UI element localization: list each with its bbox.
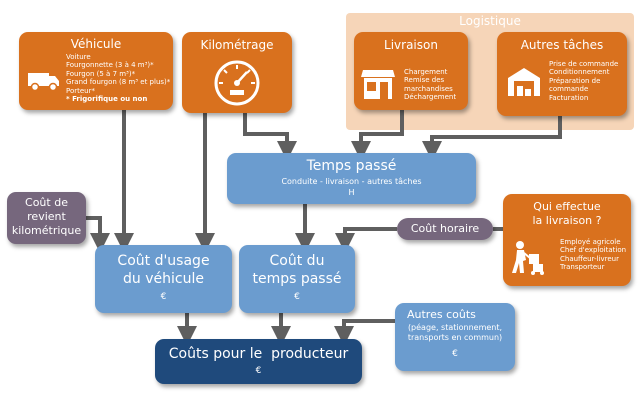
arrow-autres-temps	[422, 116, 562, 161]
livraison-title: Livraison	[384, 38, 438, 52]
vehicule-line-5: Porteur*	[66, 86, 95, 95]
qui-effectue-line-3: Chauffeur-livreur	[560, 254, 619, 263]
autres-couts-box: Autres coûts (péage, stationnement, tran…	[395, 303, 515, 371]
vehicule-line-4: Grand fourgon (8 m³ et plus)*	[66, 78, 171, 87]
arrow-autres-producteur	[334, 319, 395, 346]
autres-couts-line-2: transports en commun)	[407, 333, 503, 342]
livraison-line-2: Remise des	[404, 76, 445, 85]
qui-effectue-line-4: Transporteur	[560, 263, 605, 272]
autres-taches-line-4: commande	[549, 85, 589, 94]
vehicule-note: * Frigorifique ou non	[66, 95, 148, 104]
cout-usage-unit: €	[160, 292, 167, 302]
qui-effectue-line-1: Employé agricole	[560, 238, 621, 246]
livraison-line-4: Déchargement	[404, 93, 457, 102]
logistique-label: Logistique	[459, 14, 521, 28]
speedometer-icon	[212, 58, 262, 112]
autres-couts-title: Autres coûts	[407, 308, 476, 321]
autres-taches-line-5: Facturation	[549, 93, 589, 102]
autres-taches-line-2: Conditionnement	[549, 68, 610, 77]
vehicule-line-3: Fourgon (5 à 7 m³)*	[66, 69, 136, 78]
cout-revient-line-2: revient	[27, 210, 66, 223]
kilometrage-title: Kilométrage	[200, 38, 274, 52]
cout-revient-line-3: kilométrique	[11, 224, 82, 237]
warehouse-icon	[506, 66, 542, 102]
van-icon	[27, 70, 61, 96]
arrow-livraison-temps	[351, 110, 404, 161]
arrow-revient-usage	[86, 216, 110, 253]
cout-temps-title-1: Coût du	[269, 253, 325, 269]
couts-producteur-unit: €	[255, 366, 262, 376]
temps-passe-unit: H	[348, 188, 355, 197]
couts-producteur-box: Coûts pour le producteur €	[155, 339, 362, 384]
qui-effectue-title-1: Qui effectue	[533, 200, 601, 213]
cout-horaire-label: Coût horaire	[410, 222, 480, 235]
vehicule-line-2: Fourgonnette (3 à 4 m³)*	[66, 61, 154, 70]
vehicule-title: Véhicule	[70, 37, 122, 51]
livraison-box: Livraison Chargement Remise des marchand…	[354, 32, 468, 110]
autres-couts-unit: €	[452, 349, 458, 359]
temps-passe-subtitle: Conduite - livraison - autres tâches	[281, 177, 422, 186]
shop-icon	[361, 67, 395, 105]
qui-effectue-title-2: la livraison ?	[532, 214, 602, 227]
delivery-person-icon	[511, 240, 547, 280]
vehicule-box: Véhicule Voiture Fourgonnette (3 à 4 m³)…	[19, 32, 173, 110]
vehicule-line-1: Voiture	[66, 53, 91, 61]
autres-taches-box: Autres tâches Prise de commande Conditio…	[497, 32, 627, 116]
cout-usage-title-2: du véhicule	[123, 271, 204, 287]
cout-revient-box: Coût de revient kilométrique	[7, 192, 86, 244]
kilometrage-box: Kilométrage	[182, 32, 292, 113]
couts-producteur-title: Coûts pour le producteur	[168, 346, 349, 362]
qui-effectue-line-2: Chef d'exploitation	[560, 246, 627, 255]
arrow-kilometrage-temps	[243, 113, 297, 161]
cout-usage-box: Coût d'usage du véhicule €	[95, 245, 232, 313]
livraison-line-1: Chargement	[404, 68, 448, 76]
qui-effectue-box: Qui effectue la livraison ? Employé agri…	[503, 194, 631, 286]
temps-passe-title: Temps passé	[306, 158, 397, 174]
livraison-line-3: marchandises	[404, 84, 453, 93]
cout-horaire-pill: Coût horaire	[397, 218, 493, 240]
autres-taches-title: Autres tâches	[520, 38, 604, 52]
temps-passe-box: Temps passé Conduite - livraison - autre…	[227, 153, 476, 204]
cout-revient-line-1: Coût de	[25, 196, 68, 209]
cout-usage-title-1: Coût d'usage	[117, 253, 210, 269]
autres-taches-line-3: Préparation de	[549, 76, 601, 85]
autres-taches-line-1: Prise de commande	[549, 60, 619, 68]
autres-couts-line-1: (péage, stationnement,	[407, 323, 503, 332]
cout-temps-box: Coût du temps passé €	[239, 245, 355, 313]
arrow-horaire-couttemps	[335, 227, 397, 253]
cout-temps-title-2: temps passé	[252, 271, 342, 287]
cout-temps-unit: €	[294, 292, 300, 302]
